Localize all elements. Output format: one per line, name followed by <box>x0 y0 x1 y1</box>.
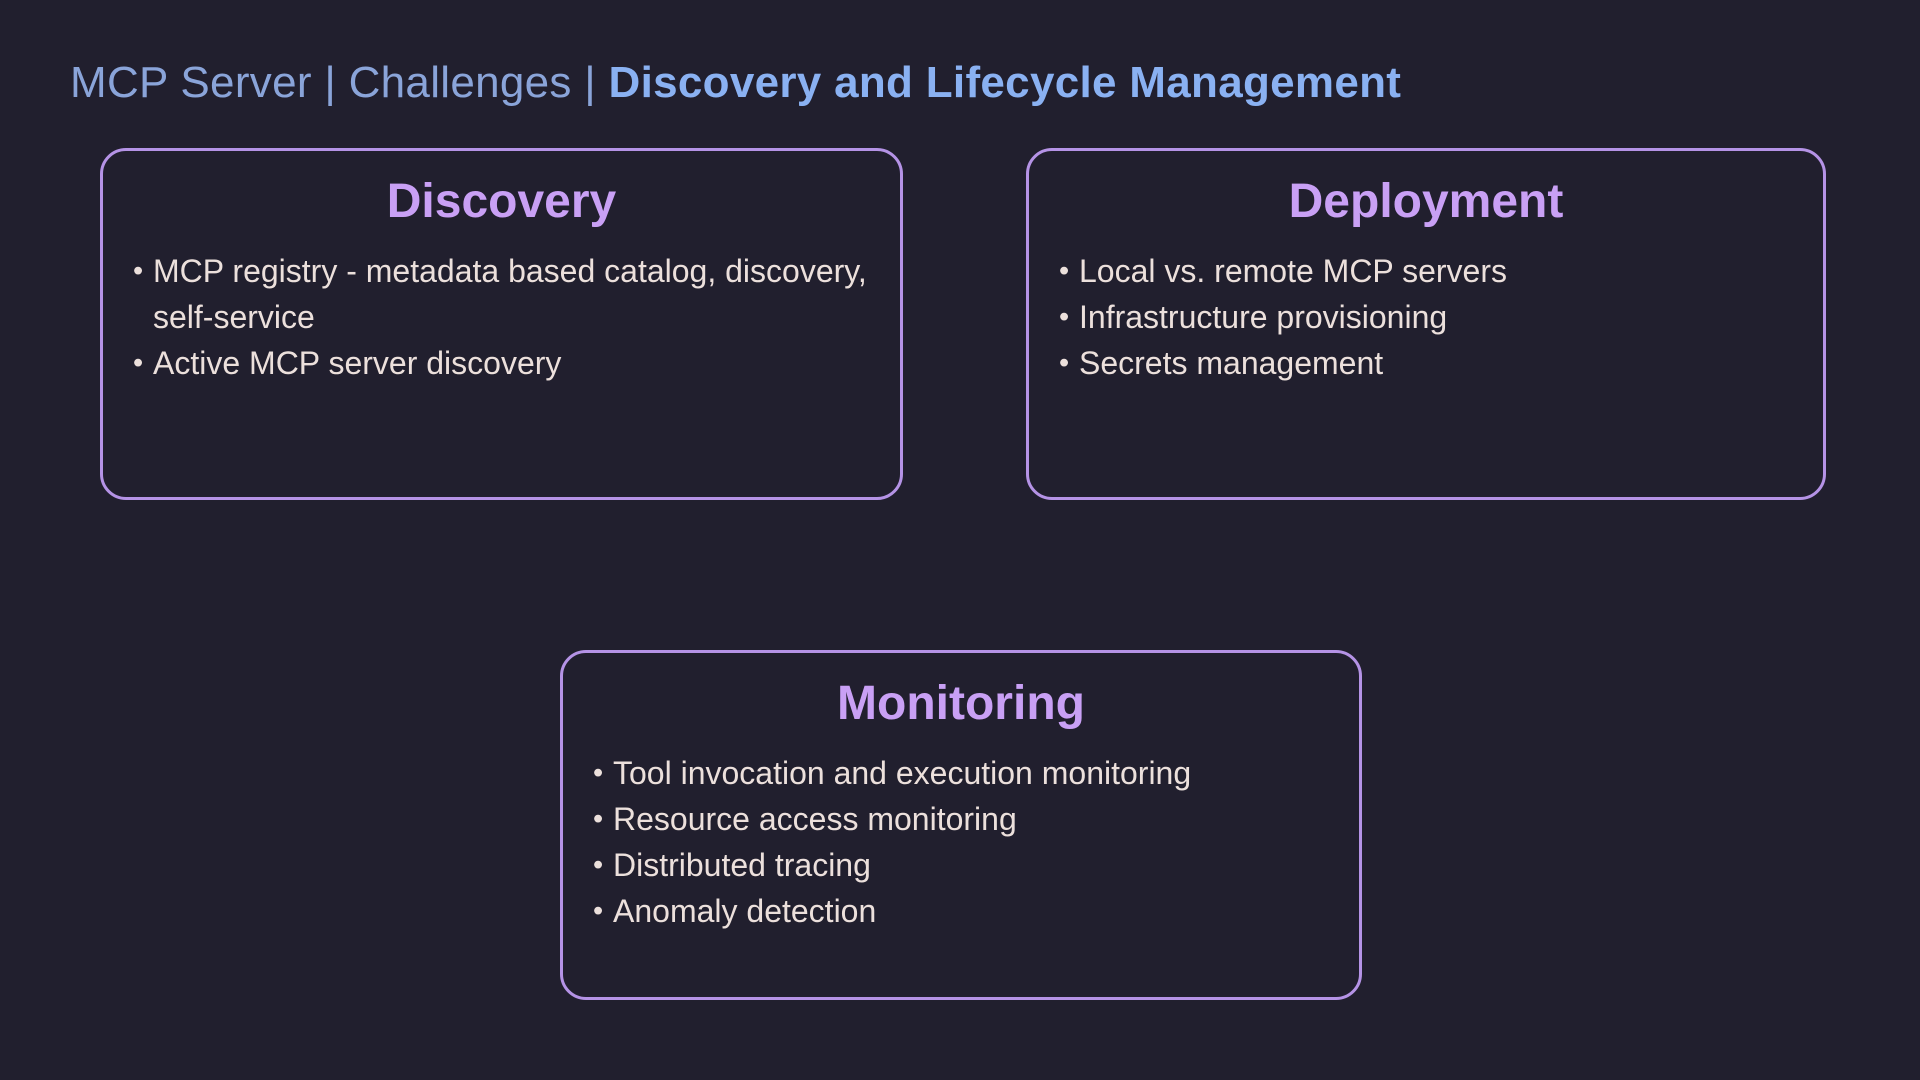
bullet-item: Active MCP server discovery <box>133 340 870 386</box>
deployment-bullet-list: Local vs. remote MCP servers Infrastruct… <box>1059 248 1793 386</box>
bullet-item: MCP registry - metadata based catalog, d… <box>133 248 870 340</box>
bullet-item: Infrastructure provisioning <box>1059 294 1793 340</box>
slide-title: MCP Server | Challenges | Discovery and … <box>70 53 1401 112</box>
deployment-card-title: Deployment <box>1288 175 1564 228</box>
bullet-item: Resource access monitoring <box>593 796 1329 842</box>
discovery-card-title: Discovery <box>386 175 617 228</box>
slide-title-emphasis: Discovery and Lifecycle Management <box>608 58 1402 108</box>
monitoring-card-title: Monitoring <box>837 677 1085 730</box>
deployment-card: Deployment Local vs. remote MCP servers … <box>1026 148 1826 500</box>
discovery-card: Discovery MCP registry - metadata based … <box>100 148 903 500</box>
bullet-item: Local vs. remote MCP servers <box>1059 248 1793 294</box>
discovery-bullet-list: MCP registry - metadata based catalog, d… <box>133 248 870 386</box>
slide-title-prefix: MCP Server | Challenges | <box>70 58 609 108</box>
bullet-item: Tool invocation and execution monitoring <box>593 750 1329 796</box>
bullet-item: Secrets management <box>1059 340 1793 386</box>
bullet-item: Distributed tracing <box>593 842 1329 888</box>
monitoring-bullet-list: Tool invocation and execution monitoring… <box>593 750 1329 934</box>
monitoring-card: Monitoring Tool invocation and execution… <box>560 650 1362 1000</box>
bullet-item: Anomaly detection <box>593 888 1329 934</box>
